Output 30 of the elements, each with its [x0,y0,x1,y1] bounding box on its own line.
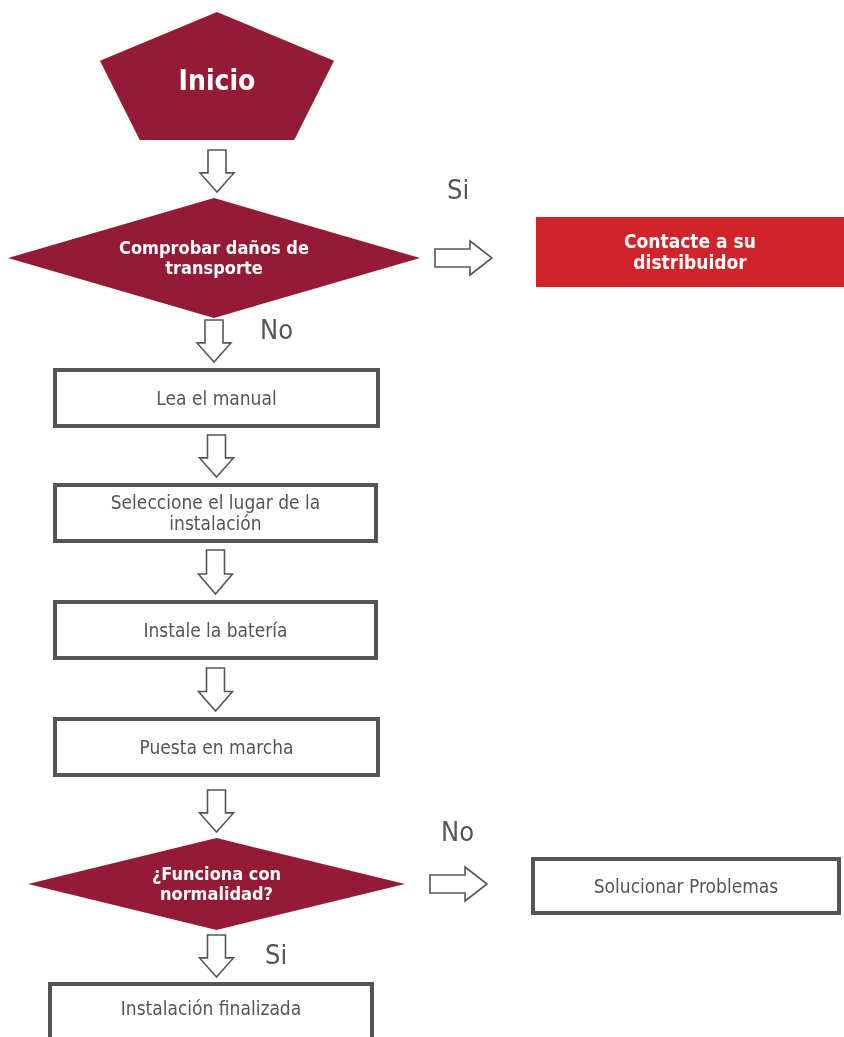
node-text: Lea el manual [156,387,277,409]
process-box [53,717,380,777]
node-text: Comprobar daños de transporte [118,238,310,278]
block-arrow [198,149,236,194]
edge-label: Si [447,176,470,203]
node-text: Seleccione el lugar de la instalación [109,492,322,534]
block-arrow [196,549,235,596]
block-arrow [434,239,494,277]
edge-label: No [260,316,294,343]
block-arrow [429,865,489,903]
node-text: Inicio [178,65,256,97]
node-text: Instale la batería [143,619,288,641]
block-arrow [195,319,233,364]
block-arrow [196,667,235,713]
node-text: Solucionar Problemas [593,875,779,897]
process-box [53,368,380,428]
process-box [53,483,378,543]
node-text: ¿Funciona con normalidad? [150,864,283,904]
node-text: Puesta en marcha [139,736,294,758]
block-arrow [197,789,236,834]
edge-label: Si [265,941,288,968]
process-box [53,600,378,660]
action-box [536,217,844,287]
node-text: Instalación finalizada [120,998,302,1019]
node-text: Contacte a su distribuidor [623,231,757,273]
process-box [531,857,841,915]
edge-label: No [441,818,475,845]
block-arrow [197,434,236,479]
process-box [48,982,374,1037]
block-arrow [197,934,236,979]
